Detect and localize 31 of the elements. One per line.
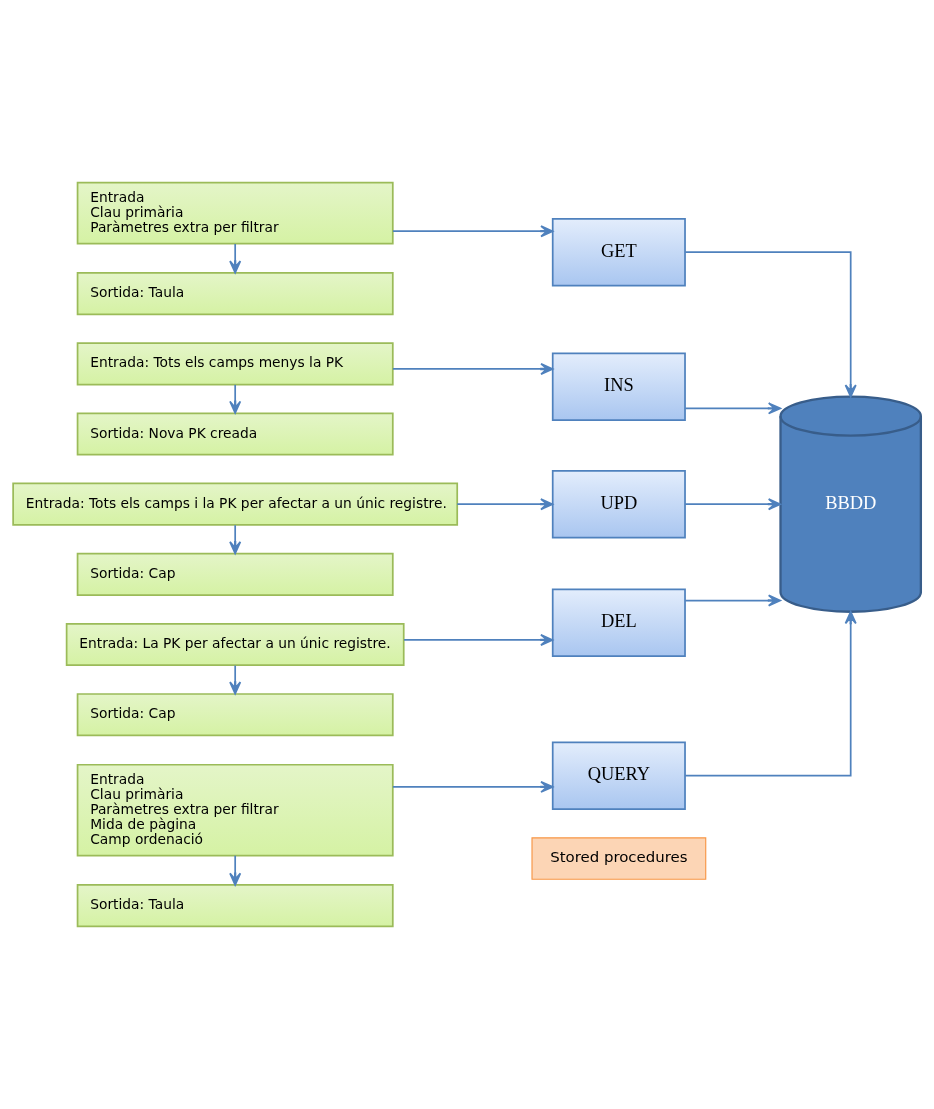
node-box: UPD <box>551 469 686 539</box>
node-box: Stored procedures <box>531 837 707 880</box>
arrow <box>229 243 242 274</box>
arrow <box>229 524 242 555</box>
arrow <box>684 251 857 398</box>
node-box: QUERY <box>551 741 686 810</box>
node-box: Entrada: La PK per afectar a un únic registre. <box>65 622 405 667</box>
node-box: Sortida: Taula <box>76 272 394 316</box>
node-box: Sortida: Nova PK creada <box>76 412 394 456</box>
arrow <box>229 384 242 414</box>
arrow <box>684 402 782 415</box>
arrow <box>392 780 554 793</box>
arrow <box>456 498 554 511</box>
node-box: INS <box>551 352 686 422</box>
arrow <box>229 854 242 886</box>
arrow <box>684 594 782 607</box>
arrow <box>392 225 554 238</box>
node-box: Sortida: Taula <box>76 884 394 928</box>
node-box: Entrada: Tots els camps i la PK per afectar a un únic registre. <box>12 482 459 526</box>
node-box: Entrada Clau primària Paràmetres extra per filtrar Mida de pàgina Camp ordenació <box>76 763 394 857</box>
node-box: Entrada Clau primària Paràmetres extra per filtrar <box>76 181 394 245</box>
arrow <box>392 362 554 376</box>
node-box: Entrada: Tots els camps menys la PK <box>76 342 394 386</box>
arrow <box>229 664 242 695</box>
arrow <box>684 611 857 777</box>
node-box: DEL <box>551 588 686 657</box>
node-box: Sortida: Cap <box>76 693 394 737</box>
arrow <box>684 498 782 511</box>
node-box: Sortida: Cap <box>76 552 394 596</box>
node-box: GET <box>551 217 686 287</box>
arrow <box>403 633 554 646</box>
